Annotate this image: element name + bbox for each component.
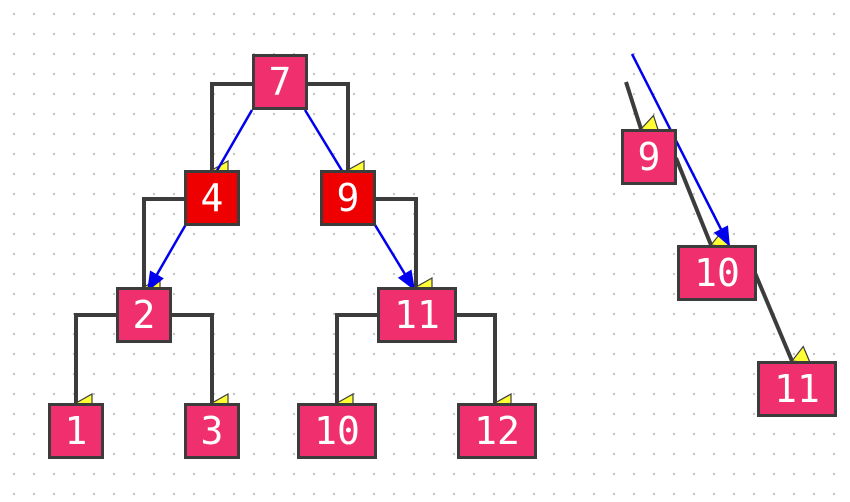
node-7: 7 xyxy=(252,54,308,110)
blue-arrow-into-10 xyxy=(630,53,731,247)
node-3: 3 xyxy=(184,403,240,459)
edge-11-to-12 xyxy=(457,313,495,403)
edge-9-to-11 xyxy=(376,197,416,287)
edge-4-to-2 xyxy=(142,197,184,287)
node-1: 1 xyxy=(48,403,104,459)
edge-7-to-4 xyxy=(210,82,252,170)
node-11: 11 xyxy=(377,287,457,343)
node-10: 10 xyxy=(297,403,377,459)
edge-7-to-9 xyxy=(308,82,348,170)
edge-11-to-10 xyxy=(335,313,377,403)
node-9: 9 xyxy=(320,170,376,226)
node-4: 4 xyxy=(184,170,240,226)
edge-into-9 xyxy=(624,81,641,129)
chain-node-9: 9 xyxy=(621,129,677,185)
chain-node-10: 10 xyxy=(677,245,757,301)
node-12: 12 xyxy=(457,403,537,459)
edge-2-to-1 xyxy=(74,313,116,403)
edge-10-to-11 xyxy=(753,272,792,361)
node-2: 2 xyxy=(116,287,172,343)
edge-9-to-10 xyxy=(674,157,711,245)
edge-2-to-3 xyxy=(172,313,212,403)
chain-node-11: 11 xyxy=(757,361,837,417)
